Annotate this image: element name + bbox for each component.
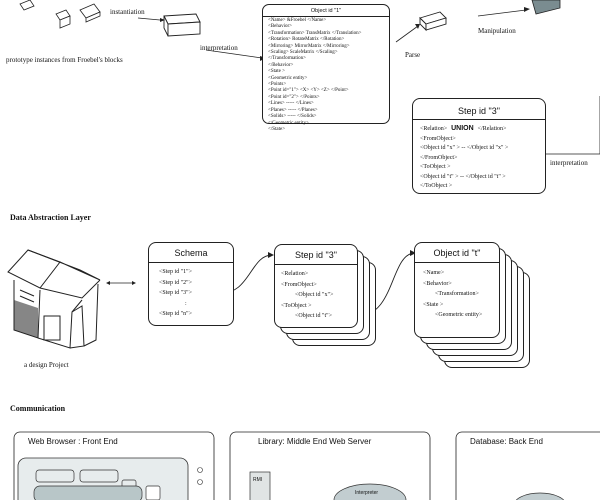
step-box-line-text: <FromObject> <box>420 135 456 142</box>
manipulated-block <box>531 0 561 15</box>
schema-line: : <box>185 300 187 307</box>
object-line: <Behavior> <box>423 280 452 287</box>
object-card-lines: <Name> <Behavior> <Transformation> <Stat… <box>423 268 482 321</box>
object-line: <Geometric entity> <box>435 312 483 318</box>
interpreter-label: Interpreter <box>355 490 379 496</box>
step-line: <Object id "t"> <box>295 313 332 319</box>
interpreter-node <box>333 483 407 500</box>
object-box-lines: <Name> &Froebel </Name><Behavior><Transf… <box>268 18 361 133</box>
step-box-line: </FromObject> <box>420 154 508 164</box>
interpretation-label-left: interpretation <box>200 44 238 52</box>
object-box-line: <Name> &Froebel </Name> <box>268 18 327 23</box>
object-line: <Name> <box>423 270 445 276</box>
object-line: <Transformation> <box>435 291 479 297</box>
step-card: Step id "3" <Relation> <FromObject> <Obj… <box>274 244 358 328</box>
database-node <box>515 492 565 500</box>
interpretation-label-right: interpretation <box>550 159 588 167</box>
step-box-line-text: </FromObject> <box>420 154 458 161</box>
object-box-line: <Planes> ----- </Planes> <box>268 107 318 113</box>
step-card-title: Step id "3" <box>295 250 337 260</box>
object-box-line: <Point id="2"> </Points> <box>268 94 320 100</box>
object-definition-box: Object id "1" <Name> &Froebel </Name><Be… <box>262 4 390 132</box>
step-box-line-text: <Relation> <box>420 126 448 132</box>
step-box-line: <FromObject> <box>420 135 508 145</box>
step-box-line-text: <Object id "t" > -- </Object id "t" > <box>420 173 506 180</box>
step-box-line-text: <ToObject > <box>420 164 451 170</box>
communication-heading: Communication <box>10 404 66 413</box>
data-abstraction-heading: Data Abstraction Layer <box>10 213 91 222</box>
middle-end-frame <box>229 431 431 500</box>
step-box-line-text: </ToObject > <box>420 183 453 189</box>
prototype-block <box>19 0 35 11</box>
step-box-line: <Object id "t" > -- </Object id "t" > <box>420 173 508 183</box>
middle-end-label: Library: Middle End Web Server <box>258 437 372 446</box>
object-box-line: <Mirroring> MirrorMatrix </Mirroring> <box>268 43 350 49</box>
rmi-label: RMI <box>253 477 263 483</box>
rmi-box <box>249 471 271 500</box>
instantiation-label: instantiation <box>110 8 145 16</box>
schema-line: <Step id "3"> <box>159 290 192 296</box>
design-project-caption: a design Project <box>24 361 69 369</box>
object-box-line: <Scaling> ScaleMatrix </Scaling> <box>268 50 338 56</box>
parse-label: Parse <box>405 51 421 59</box>
object-box-line: <Rotation> RotateMatrix </Rotation> <box>268 37 345 43</box>
object-box-line: </Transformation> <box>268 56 306 62</box>
step-line: <Object id "x"> <box>295 292 334 298</box>
object-line: <State > <box>423 301 444 308</box>
object-card: Object id "t" <Name> <Behavior> <Transfo… <box>414 242 500 338</box>
object-box-line: <Lines> ----- </Lines> <box>268 101 314 107</box>
back-end-label: Database: Back End <box>470 437 543 446</box>
prototype-caption: prototype instances from Froebel's block… <box>6 56 123 64</box>
step-definition-box: Step id "3" <Relation>UNION</Relation><F… <box>412 98 546 194</box>
object-box-line: </Geometric entity> <box>268 120 309 126</box>
schema-lines: <Step id "1"> <Step id "2"> <Step id "3">:… <box>159 267 192 320</box>
object-box-line: <Points> <box>268 82 287 88</box>
object-box-line: <Solids> ----- </Solids> <box>268 114 317 120</box>
front-end-label: Web Browser : Front End <box>28 437 118 446</box>
schema-line: <Step id "1"> <box>159 269 192 275</box>
back-end-frame <box>455 431 600 500</box>
step-box-line: </ToObject > <box>420 182 508 192</box>
object-box-line: <Transformation> TransMatrix </Translati… <box>268 30 362 36</box>
step-line: <ToObject > <box>281 302 312 309</box>
step-box-line: <Relation>UNION</Relation> <box>420 124 508 135</box>
step-box-line-text: </Relation> <box>477 126 507 132</box>
schema-box: Schema <Step id "1"><Step id "2"><Step i… <box>148 242 234 326</box>
union-keyword: UNION <box>451 125 474 132</box>
design-project-model <box>7 249 61 289</box>
schema-line: <Step id "n"> <box>159 311 192 317</box>
step-box-lines: <Relation>UNION</Relation><FromObject><O… <box>420 124 508 192</box>
manipulation-label: Manipulation <box>478 27 516 35</box>
step-box-line-text: <Object id "x" > -- </Object id "x" > <box>420 145 509 151</box>
object-card-title: Object id "t" <box>433 248 481 258</box>
front-end-frame <box>13 431 215 500</box>
step-line: <Relation> <box>281 271 309 277</box>
schema-line: <Step id "2"> <box>159 279 192 286</box>
object-box-title: Object id "1" <box>310 8 342 14</box>
step-box-line: <Object id "x" > -- </Object id "x" > <box>420 144 508 154</box>
object-box-line: <Behavior> <box>268 24 292 30</box>
object-box-line: <State > <box>268 69 285 75</box>
object-box-line: <Geometric entity> <box>268 75 308 81</box>
step-card-lines: <Relation> <FromObject> <Object id "x"> … <box>281 269 333 322</box>
step-box-line: <ToObject > <box>420 163 508 173</box>
step-box-title: Step id "3" <box>458 106 500 116</box>
object-box-line: </Behavior> <box>268 62 294 68</box>
object-box-line: </State> <box>268 126 286 132</box>
schema-title: Schema <box>174 248 208 258</box>
object-box-line: <Point id="1"> <X> <Y> <Z> </Point> <box>268 88 349 94</box>
step-line: <FromObject> <box>281 281 317 288</box>
